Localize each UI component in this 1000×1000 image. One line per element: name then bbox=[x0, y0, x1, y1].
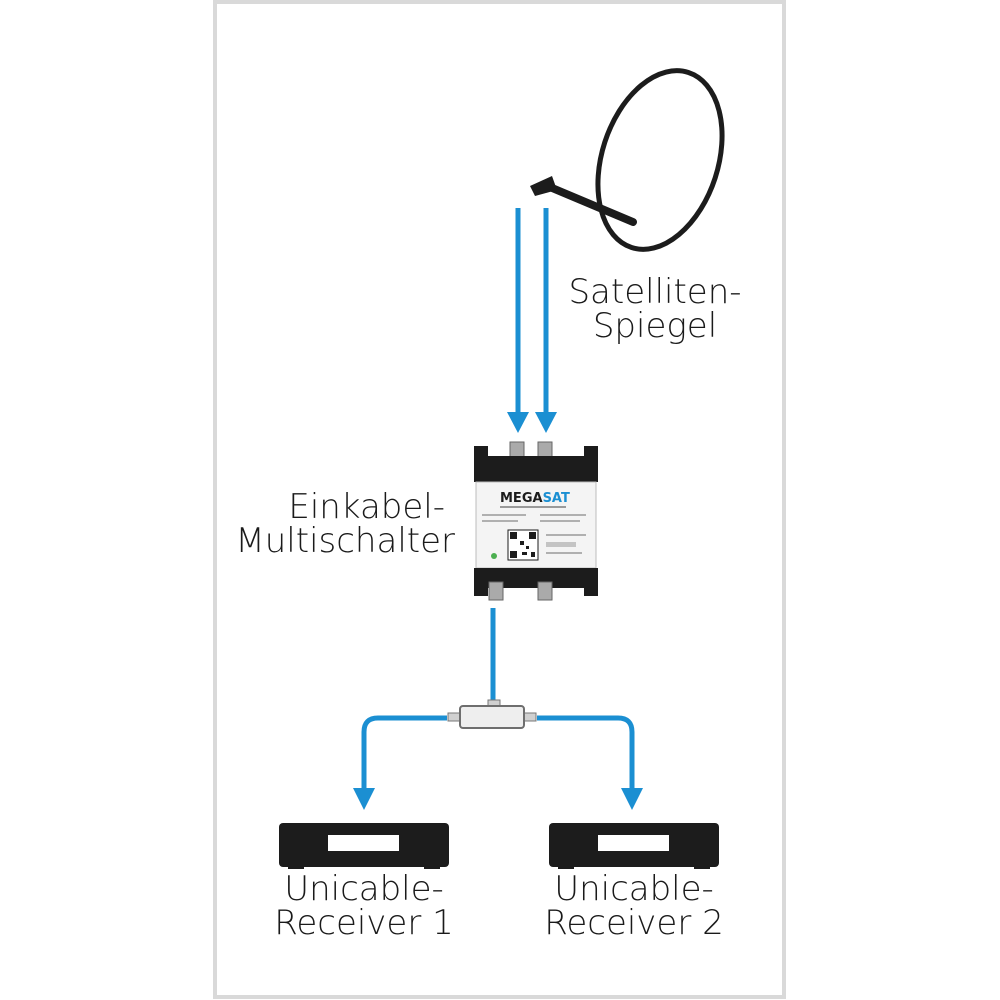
dish-label-line1: Satelliten- bbox=[568, 272, 741, 312]
satellite-dish-icon bbox=[530, 68, 725, 252]
arrowhead-receiver-1 bbox=[353, 788, 375, 810]
brand-sat: SAT bbox=[543, 491, 570, 506]
switch-label-line2: Multischalter bbox=[235, 521, 455, 561]
receiver-1-label-line1: Unicable- bbox=[284, 869, 444, 909]
cable-to-receiver-1 bbox=[361, 715, 447, 790]
brand-mega: MEGA bbox=[500, 491, 543, 506]
svg-text:MEGASAT: MEGASAT bbox=[500, 491, 570, 506]
switch-label-line1: Einkabel- bbox=[288, 487, 445, 527]
arrowhead-2 bbox=[535, 412, 557, 433]
qr-code-icon bbox=[507, 529, 539, 561]
multiswitch-device-icon: MEGASAT bbox=[474, 441, 598, 601]
splitter-icon bbox=[447, 699, 537, 729]
arrowhead-1 bbox=[507, 412, 529, 433]
receiver-2-label-line2: Receiver 2 bbox=[544, 903, 724, 943]
receiver-2-icon bbox=[549, 823, 719, 869]
dish-label-line2: Spiegel bbox=[593, 306, 717, 346]
receiver-1-label-line2: Receiver 1 bbox=[274, 903, 454, 943]
cable-to-receiver-2 bbox=[537, 715, 635, 790]
receiver-1-icon bbox=[279, 823, 449, 869]
arrowhead-receiver-2 bbox=[621, 788, 643, 810]
receiver-2-label-line1: Unicable- bbox=[554, 869, 714, 909]
